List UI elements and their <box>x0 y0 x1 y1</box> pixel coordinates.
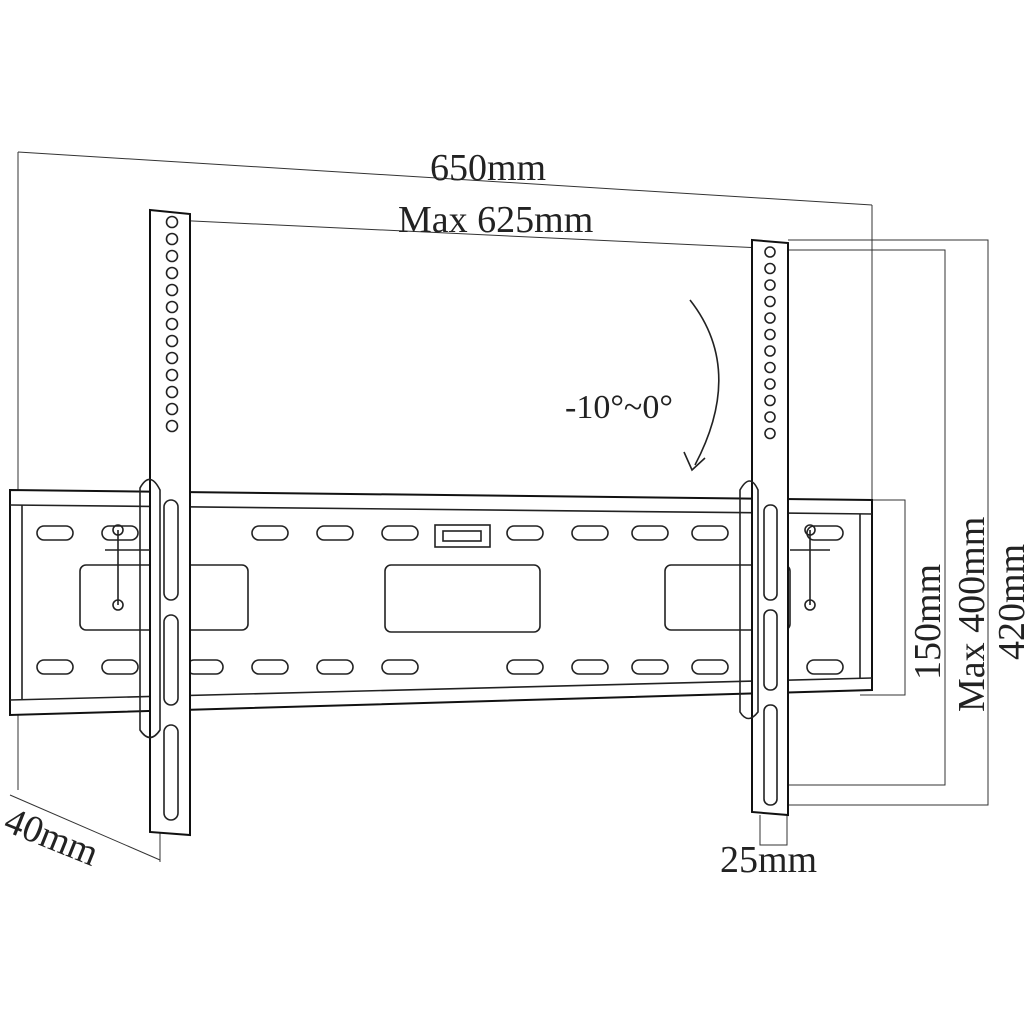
arm-hole <box>165 368 179 382</box>
arm-hole <box>165 334 179 348</box>
arm-hole <box>764 262 776 275</box>
rail-slot <box>101 659 139 675</box>
arm-hole <box>764 411 776 423</box>
arm-hole <box>764 427 776 440</box>
rail-slot <box>631 525 669 541</box>
arm-hole <box>764 361 776 374</box>
arm-hole <box>764 345 776 357</box>
label-tilt-range: -10°~0° <box>565 389 673 426</box>
left-vertical-arm <box>105 208 191 837</box>
label-650mm: 650mm <box>430 147 546 189</box>
right-vertical-arm <box>739 238 830 817</box>
tilt-arrow-icon <box>683 299 720 472</box>
label-25mm: 25mm <box>720 839 817 881</box>
rail-slot <box>36 525 74 541</box>
arm-hole <box>165 419 179 433</box>
rail-slot <box>316 659 354 675</box>
rail-slot <box>506 659 544 675</box>
arm-hole <box>764 279 776 291</box>
arm-hole <box>165 300 179 314</box>
arm-hole <box>165 232 179 246</box>
dimension-max-625mm <box>171 219 763 249</box>
label-40mm: 40mm <box>0 799 104 874</box>
arm-hole <box>764 378 776 390</box>
dimension-420mm <box>788 239 989 806</box>
arm-hole <box>165 402 179 416</box>
arm-hole <box>764 312 776 324</box>
label-150mm: 150mm <box>907 564 949 680</box>
arm-hole <box>165 317 179 331</box>
label-max-625mm: Max 625mm <box>398 199 593 241</box>
right-arm-holes <box>764 246 776 440</box>
arm-hole <box>764 246 776 258</box>
arm-hole <box>165 283 179 297</box>
rail-slot <box>381 659 419 675</box>
rail-slot <box>506 525 544 541</box>
dimension-max-400mm <box>788 249 946 786</box>
rail-slot <box>381 525 419 541</box>
arm-hole <box>764 394 776 407</box>
rail-slot <box>251 525 289 541</box>
rail-slot <box>251 659 289 675</box>
arm-hole <box>165 249 179 263</box>
bubble-level-vial <box>442 530 482 542</box>
rail-slot <box>691 525 729 541</box>
rail-slot <box>316 525 354 541</box>
arm-hole <box>165 215 179 229</box>
label-420mm: 420mm <box>991 544 1028 660</box>
dimension-150mm <box>860 499 906 696</box>
arm-hole <box>764 295 776 308</box>
rail-cutout-center <box>384 564 541 633</box>
arm-hole <box>764 328 776 341</box>
rail-slot <box>806 659 844 675</box>
arm-hole <box>165 266 179 280</box>
rail-cutout-right <box>664 564 791 631</box>
bubble-level <box>434 524 491 548</box>
left-arm-holes <box>165 215 179 433</box>
arm-hole <box>165 351 179 365</box>
rail-slot <box>36 659 74 675</box>
rail-slot <box>571 659 609 675</box>
arm-hole <box>165 385 179 399</box>
label-max-400mm: Max 400mm <box>951 517 993 712</box>
rail-slot <box>571 525 609 541</box>
rail-slot <box>631 659 669 675</box>
dimension-25mm <box>759 815 788 846</box>
rail-slot <box>691 659 729 675</box>
